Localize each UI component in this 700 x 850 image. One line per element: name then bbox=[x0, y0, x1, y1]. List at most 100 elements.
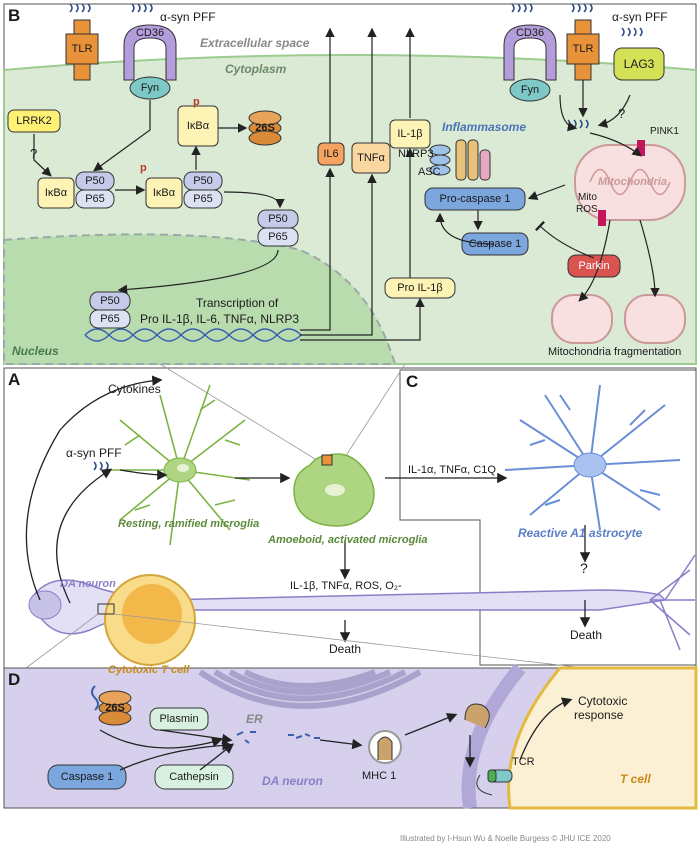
asyn-pff-left-label: α-syn PFF bbox=[160, 10, 216, 24]
death-c-label: Death bbox=[570, 628, 603, 642]
amoeboid-microglia bbox=[293, 453, 375, 527]
cytoplasm-label: Cytoplasm bbox=[225, 62, 287, 76]
asc-label: ASC bbox=[418, 166, 441, 178]
tcr-label: TCR bbox=[512, 756, 535, 768]
tnfa-label: TNFα bbox=[357, 152, 385, 164]
caspase1-d-label: Caspase 1 bbox=[60, 771, 114, 783]
lrrk2-label: LRRK2 bbox=[16, 115, 52, 127]
asyn-pff-right-label: α-syn PFF bbox=[612, 10, 668, 24]
cd36-right-label: CD36 bbox=[515, 27, 545, 39]
phospho-1-label: p bbox=[140, 162, 147, 174]
mito-ros-1-label: Mito bbox=[578, 192, 597, 203]
mito-ros-2-label: ROS bbox=[576, 204, 598, 215]
il1b-line-label: IL-1β, TNFα, ROS, O₂- bbox=[290, 580, 402, 592]
caspase1-shape bbox=[461, 232, 529, 256]
proteasome-b bbox=[248, 110, 282, 146]
parkin-shape bbox=[567, 254, 621, 278]
mitochondria-label: Mitochondria bbox=[598, 176, 668, 188]
cytotoxic-1-label: Cytotoxic bbox=[578, 694, 628, 708]
inflammasome-label: Inflammasome bbox=[442, 120, 527, 134]
mhc1-shape bbox=[368, 730, 402, 764]
tlr-right-receptor bbox=[566, 19, 600, 81]
pro-caspase-label: Pro-caspase 1 bbox=[439, 193, 511, 205]
panel-c-frame bbox=[399, 369, 697, 666]
fyn-right-label: Fyn bbox=[520, 84, 540, 96]
zoom-box bbox=[97, 603, 115, 615]
p65-4-label: P65 bbox=[100, 313, 120, 325]
il1a-line-label: IL-1α, TNFα, C1Q bbox=[408, 464, 496, 476]
asyn-pff-icon-left bbox=[69, 3, 153, 13]
fyn-right-shape bbox=[509, 78, 551, 102]
p65-2-label: P65 bbox=[193, 193, 213, 205]
da-neuron-d-label: DA neuron bbox=[262, 774, 323, 788]
cd36-left-label: CD36 bbox=[135, 27, 165, 39]
t-cell-region bbox=[507, 666, 698, 810]
da-neuron-a-label: DA neuron bbox=[60, 578, 116, 590]
tnfa-shape bbox=[351, 142, 391, 174]
asyn-pff-a-label: α-syn PFF bbox=[66, 446, 122, 460]
p50-4-label: P50 bbox=[100, 295, 120, 307]
cd36-left-receptor bbox=[123, 24, 177, 81]
p65-3-label: P65 bbox=[268, 231, 288, 243]
lag3-label: LAG3 bbox=[623, 57, 655, 71]
il6-shape bbox=[317, 142, 345, 166]
reactive-astrocyte bbox=[504, 384, 681, 531]
nlrp3-label: NLRP3 bbox=[398, 148, 434, 160]
ikba-2-label: IκBα bbox=[152, 187, 176, 199]
panel-c-letter: C bbox=[406, 372, 419, 391]
il6-label: IL6 bbox=[323, 148, 339, 160]
amoeboid-label: Amoeboid, activated microglia bbox=[268, 534, 428, 546]
pink1-tag-2 bbox=[598, 210, 606, 226]
fyn-left-label: Fyn bbox=[140, 82, 160, 94]
cytotoxic-2-label: response bbox=[574, 708, 624, 722]
credit-label: Illustrated by I-Hsun Wu & Noelle Burges… bbox=[400, 834, 611, 843]
cd36-right-receptor bbox=[503, 24, 557, 81]
cytokines-label: Cytokines bbox=[108, 382, 161, 396]
transcription-line2: Pro IL-1β, IL-6, TNFα, NLRP3 bbox=[140, 312, 299, 326]
er-label: ER bbox=[246, 712, 263, 726]
ikba-1-label: IκBα bbox=[44, 187, 68, 199]
resting-microglia bbox=[110, 384, 251, 546]
caspase1-d-shape bbox=[47, 764, 127, 790]
nucleus-label: Nucleus bbox=[12, 344, 59, 358]
lag3-question: ? bbox=[618, 106, 626, 121]
death-a-label: Death bbox=[329, 642, 362, 656]
mito-fragment-2 bbox=[624, 294, 686, 344]
p50-1-label: P50 bbox=[85, 175, 105, 187]
p65-1-label: P65 bbox=[85, 193, 105, 205]
transcription-line1: Transcription of bbox=[196, 296, 279, 310]
pro-il1b-label: Pro IL-1β bbox=[397, 282, 443, 294]
parkin-label: Parkin bbox=[578, 260, 610, 272]
il1b-label: IL-1β bbox=[397, 128, 423, 140]
mitochondria-shape bbox=[574, 144, 686, 221]
plasmin-shape bbox=[149, 707, 209, 731]
da-neuron-body bbox=[29, 579, 667, 635]
inflammasome-shape bbox=[429, 139, 491, 181]
proteasome-b-label: 26S bbox=[255, 122, 275, 134]
dna-strand-2 bbox=[84, 328, 302, 342]
tcell-d-label: T cell bbox=[620, 772, 651, 786]
pink1-label: PINK1 bbox=[650, 126, 679, 137]
pro-caspase-shape bbox=[424, 187, 526, 211]
resting-label: Resting, ramified microglia bbox=[118, 518, 260, 530]
mhc1-label: MHC 1 bbox=[362, 770, 397, 782]
er-shape bbox=[198, 669, 422, 709]
lag3-shape bbox=[613, 47, 665, 81]
cathepsin-shape bbox=[154, 764, 234, 790]
mito-fragment-1 bbox=[551, 294, 613, 344]
extracellular-label: Extracellular space bbox=[200, 36, 310, 50]
panel-b-letter: B bbox=[8, 6, 21, 25]
cathepsin-label: Cathepsin bbox=[169, 771, 219, 783]
fyn-left-shape bbox=[129, 76, 171, 100]
tcell-a-label: Cytotoxic T cell bbox=[108, 664, 190, 676]
lrrk2-question: ? bbox=[30, 146, 38, 161]
phospho-2-label: p bbox=[193, 96, 200, 108]
panel-d-letter: D bbox=[8, 670, 21, 689]
question-c-label: ? bbox=[580, 560, 588, 576]
caspase1-label: Caspase 1 bbox=[468, 238, 522, 250]
amoeboid-receptor bbox=[321, 454, 333, 466]
reactive-label: Reactive A1 astrocyte bbox=[518, 526, 643, 540]
proteasome-d bbox=[98, 690, 132, 726]
mito-frag-label: Mitochondria fragmentation bbox=[548, 346, 682, 358]
